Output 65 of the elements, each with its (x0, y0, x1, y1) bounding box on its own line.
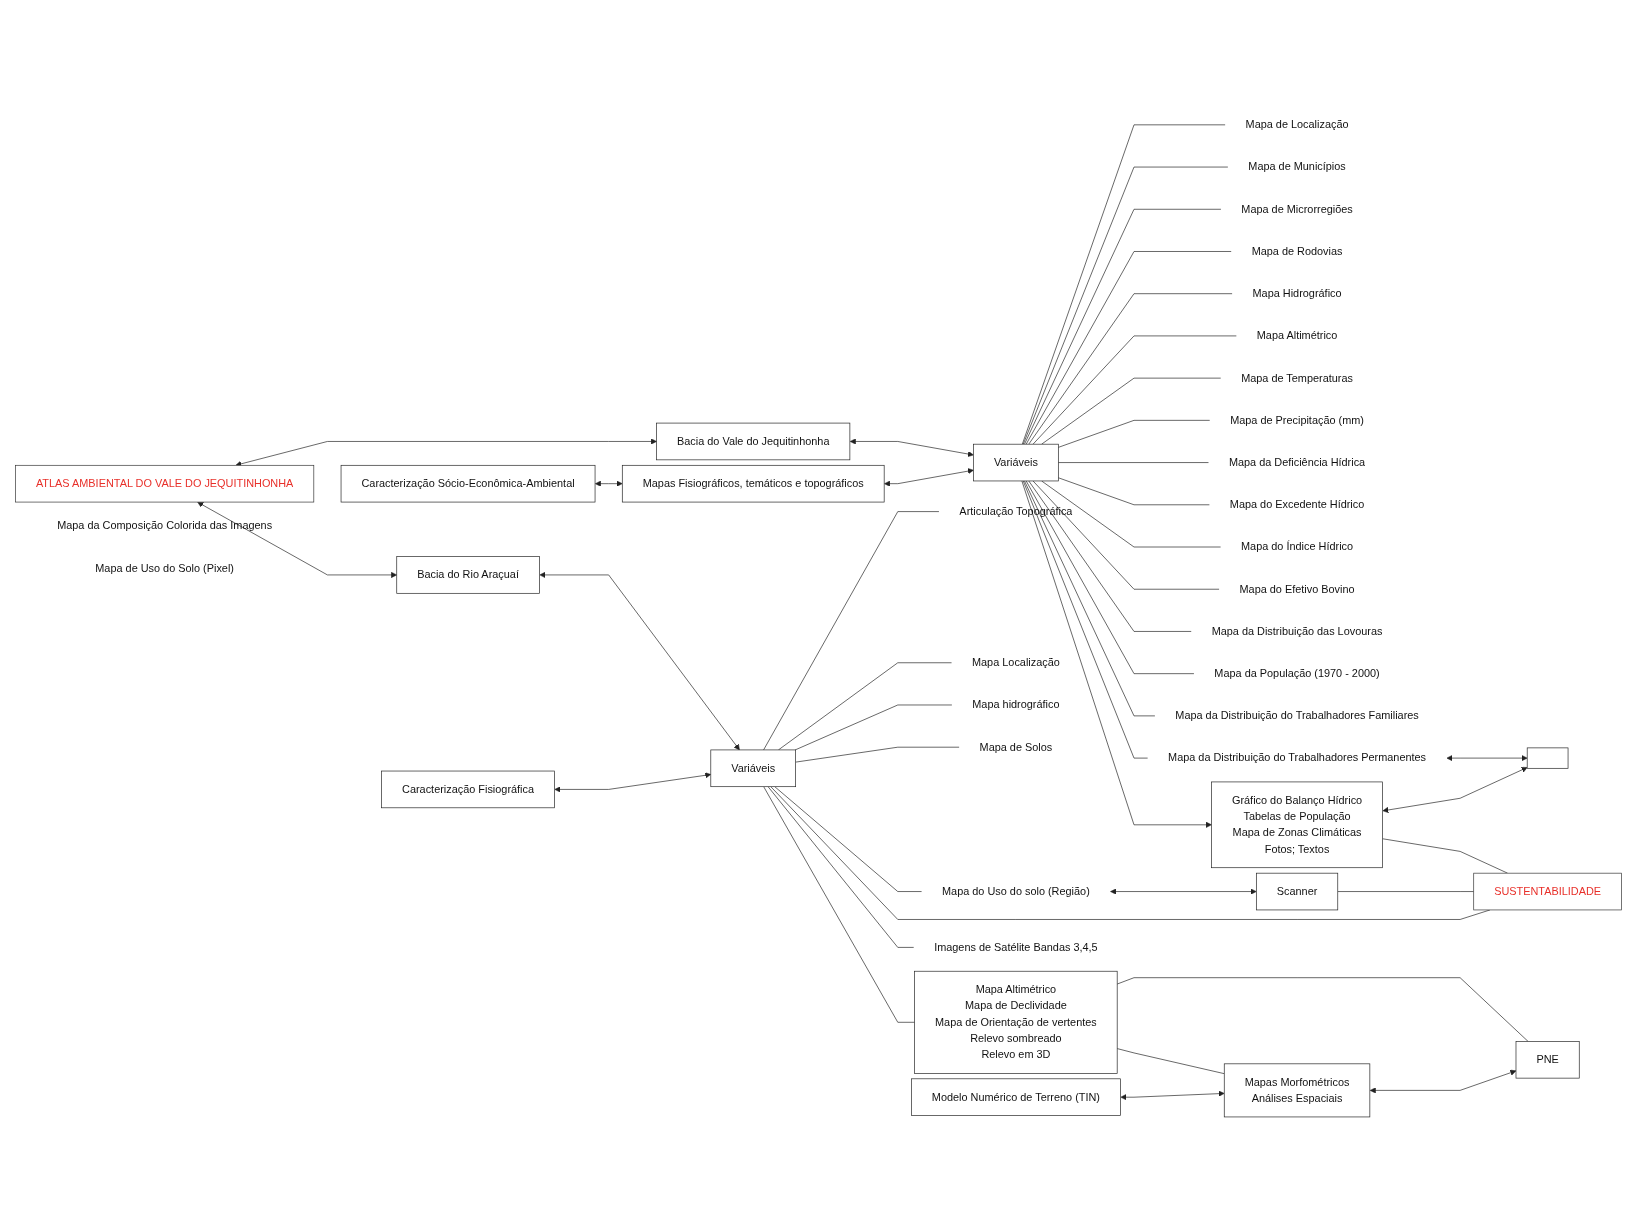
connector (1032, 480, 1220, 590)
node-text: Mapa Localização (971, 656, 1060, 669)
node-text: Mapa de Precipitação (mm) (1230, 414, 1364, 427)
connector (1028, 480, 1192, 633)
node-text: Mapa hidrográfico (972, 699, 1060, 711)
node-box: Mapas Morfométricos Análises Espaciais (1223, 1063, 1371, 1118)
node-text: Mapa da População (1970 - 2000) (1214, 667, 1380, 680)
node-box: Bacia do Vale do Jequitinhonha (656, 423, 851, 461)
connector (1041, 480, 1221, 548)
node-box: Bacia do Rio Araçuaí (396, 556, 540, 594)
connector (767, 786, 915, 949)
node-box: ATLAS AMBIENTAL DO VALE DO JEQUITINHONHA (15, 465, 315, 503)
connector (1058, 420, 1211, 449)
connector (794, 704, 953, 751)
node-text: Mapa de Solos (979, 741, 1053, 753)
node-text: Mapa da Distribuição do Trabalhadores Permanentes (1168, 752, 1427, 764)
node-text: Mapa Altimétrico (1256, 330, 1338, 342)
node-text: Mapa da Composição Colorida das Imagens (57, 520, 273, 532)
node-box: Variáveis (710, 749, 796, 788)
node-text: Mapa Hidrográfico (1252, 287, 1342, 300)
connector (763, 511, 940, 751)
connector (1337, 891, 1475, 893)
connector (1022, 480, 1148, 759)
node-text: Mapa de Temperaturas (1241, 372, 1353, 384)
node-text: Mapa da Distribuição do Trabalhadores Familiares (1175, 710, 1419, 722)
node-box: Mapas Fisiográficos, temáticos e topográficos (621, 465, 885, 503)
node-text: Mapa de Uso do Solo (Pixel) (95, 562, 234, 574)
node-box: Scanner (1256, 873, 1339, 911)
node-box: Caracterização Fisiográfica (381, 771, 555, 809)
node-text: Mapa de Municípios (1248, 161, 1346, 173)
connector (1024, 480, 1156, 717)
node-box: Variáveis (973, 444, 1059, 482)
connector (774, 786, 922, 893)
node-text: Articulação Topográfica (959, 505, 1073, 518)
connector (1032, 335, 1237, 445)
node-box: Gráfico do Balanço Hídrico Tabelas de População Mapa de Zonas Climáticas Fotos; Textos (1211, 781, 1383, 869)
node-text: Imagens de Satélite Bandas 3,4,5 (934, 941, 1098, 954)
connector (1041, 378, 1222, 445)
node-box (1526, 747, 1569, 769)
node-text: Mapa da Distribuição das Lovouras (1211, 625, 1383, 638)
connector (1116, 1048, 1225, 1075)
connector (1025, 480, 1195, 675)
connector (1058, 462, 1209, 464)
node-box: Modelo Numérico de Terreno (TIN) (911, 1078, 1121, 1117)
connector (1024, 209, 1222, 445)
connector (1116, 977, 1529, 1042)
node-text: Mapa do Índice Hídrico (1241, 541, 1354, 553)
node-text: Mapa do Efetivo Bovino (1239, 583, 1355, 595)
node-text: Mapa de Localização (1245, 119, 1349, 131)
connector (795, 747, 960, 763)
connector (763, 786, 915, 1023)
connector (778, 662, 952, 751)
node-box: PNE (1515, 1041, 1580, 1079)
connector (1028, 293, 1233, 445)
node-text: Mapa do Uso do solo (Região) (942, 885, 1090, 898)
node-text: Mapa da Deficiência Hídrica (1228, 456, 1366, 469)
node-text: Mapa do Excedente Hídrico (1229, 498, 1365, 511)
node-box: Mapa Altimétrico Mapa de Declividade Mapa de Orientação de vertentes Relevo sombreado Relevo em 3D (914, 971, 1118, 1074)
connector (1025, 251, 1232, 445)
node-box: Caracterização Sócio-Econômica-Ambiental (340, 465, 596, 503)
node-text: Mapa de Microrregiões (1241, 203, 1353, 216)
node-text: Mapa de Rodovias (1251, 245, 1343, 258)
connector (1382, 838, 1508, 874)
node-box: SUSTENTABILIDADE (1473, 873, 1622, 911)
connector (1058, 477, 1210, 506)
